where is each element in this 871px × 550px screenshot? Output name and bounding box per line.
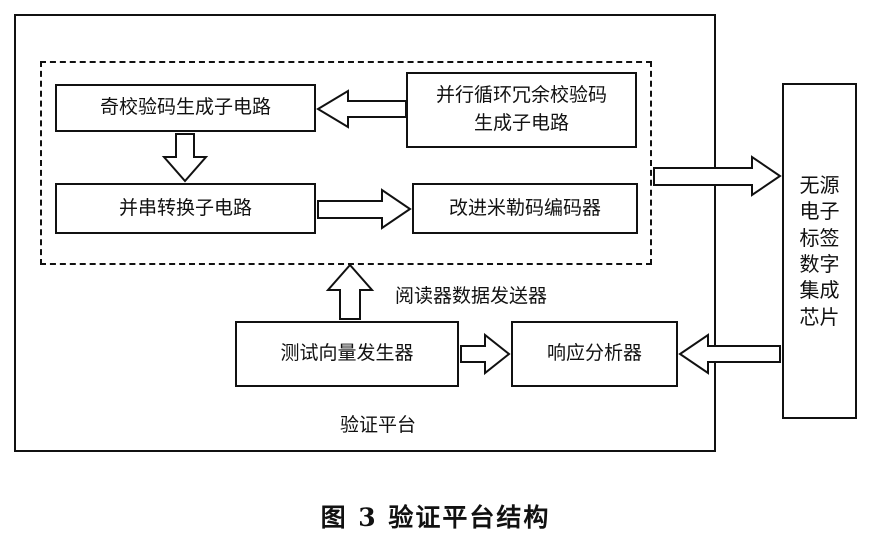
chip-label-line: 数字 bbox=[799, 252, 840, 276]
arrow-testvec-to-response bbox=[460, 332, 511, 376]
chip-label-line: 标签 bbox=[799, 225, 840, 250]
figure-caption: 图 3 验证平台结构 bbox=[320, 503, 551, 532]
crc-generator-box: 并行循环冗余校验码 生成子电路 bbox=[406, 72, 637, 148]
parallel-serial-converter-label: 并串转换子电路 bbox=[118, 196, 252, 219]
verification-platform-label: 验证平台 bbox=[340, 414, 417, 436]
crc-generator-label-line1: 并行循环冗余校验码 bbox=[435, 84, 607, 107]
test-vector-generator-box: 测试向量发生器 bbox=[235, 321, 459, 387]
reader-data-sender-group bbox=[40, 61, 652, 265]
arrow-chip-to-response bbox=[678, 333, 781, 375]
arrow-testvec-to-sender bbox=[325, 263, 375, 320]
parity-code-generator-label: 奇校验码生成子电路 bbox=[99, 96, 271, 119]
chip-label-line: 芯片 bbox=[799, 304, 840, 329]
chip-label-line: 无源 bbox=[799, 172, 840, 197]
reader-data-sender-label: 阅读器数据发送器 bbox=[395, 285, 548, 307]
arrow-crc-to-parity bbox=[316, 89, 407, 129]
chip-label-line: 集成 bbox=[799, 278, 840, 303]
verification-platform-frame bbox=[14, 14, 716, 452]
miller-encoder-box: 改进米勒码编码器 bbox=[412, 183, 638, 234]
arrow-parity-to-converter bbox=[161, 133, 209, 183]
arrow-sender-to-chip bbox=[653, 155, 782, 197]
response-analyzer-label: 响应分析器 bbox=[546, 342, 642, 365]
arrow-converter-to-miller bbox=[317, 188, 412, 230]
miller-encoder-label: 改进米勒码编码器 bbox=[448, 196, 601, 219]
passive-tag-chip-box: 无源 电子 标签 数字 集成 芯片 bbox=[782, 83, 857, 419]
test-vector-generator-label: 测试向量发生器 bbox=[280, 342, 414, 365]
response-analyzer-box: 响应分析器 bbox=[511, 321, 678, 387]
parity-code-generator-box: 奇校验码生成子电路 bbox=[55, 84, 316, 132]
chip-label-line: 电子 bbox=[799, 199, 840, 224]
parallel-serial-converter-box: 并串转换子电路 bbox=[55, 183, 316, 234]
crc-generator-label-line2: 生成子电路 bbox=[473, 112, 569, 134]
